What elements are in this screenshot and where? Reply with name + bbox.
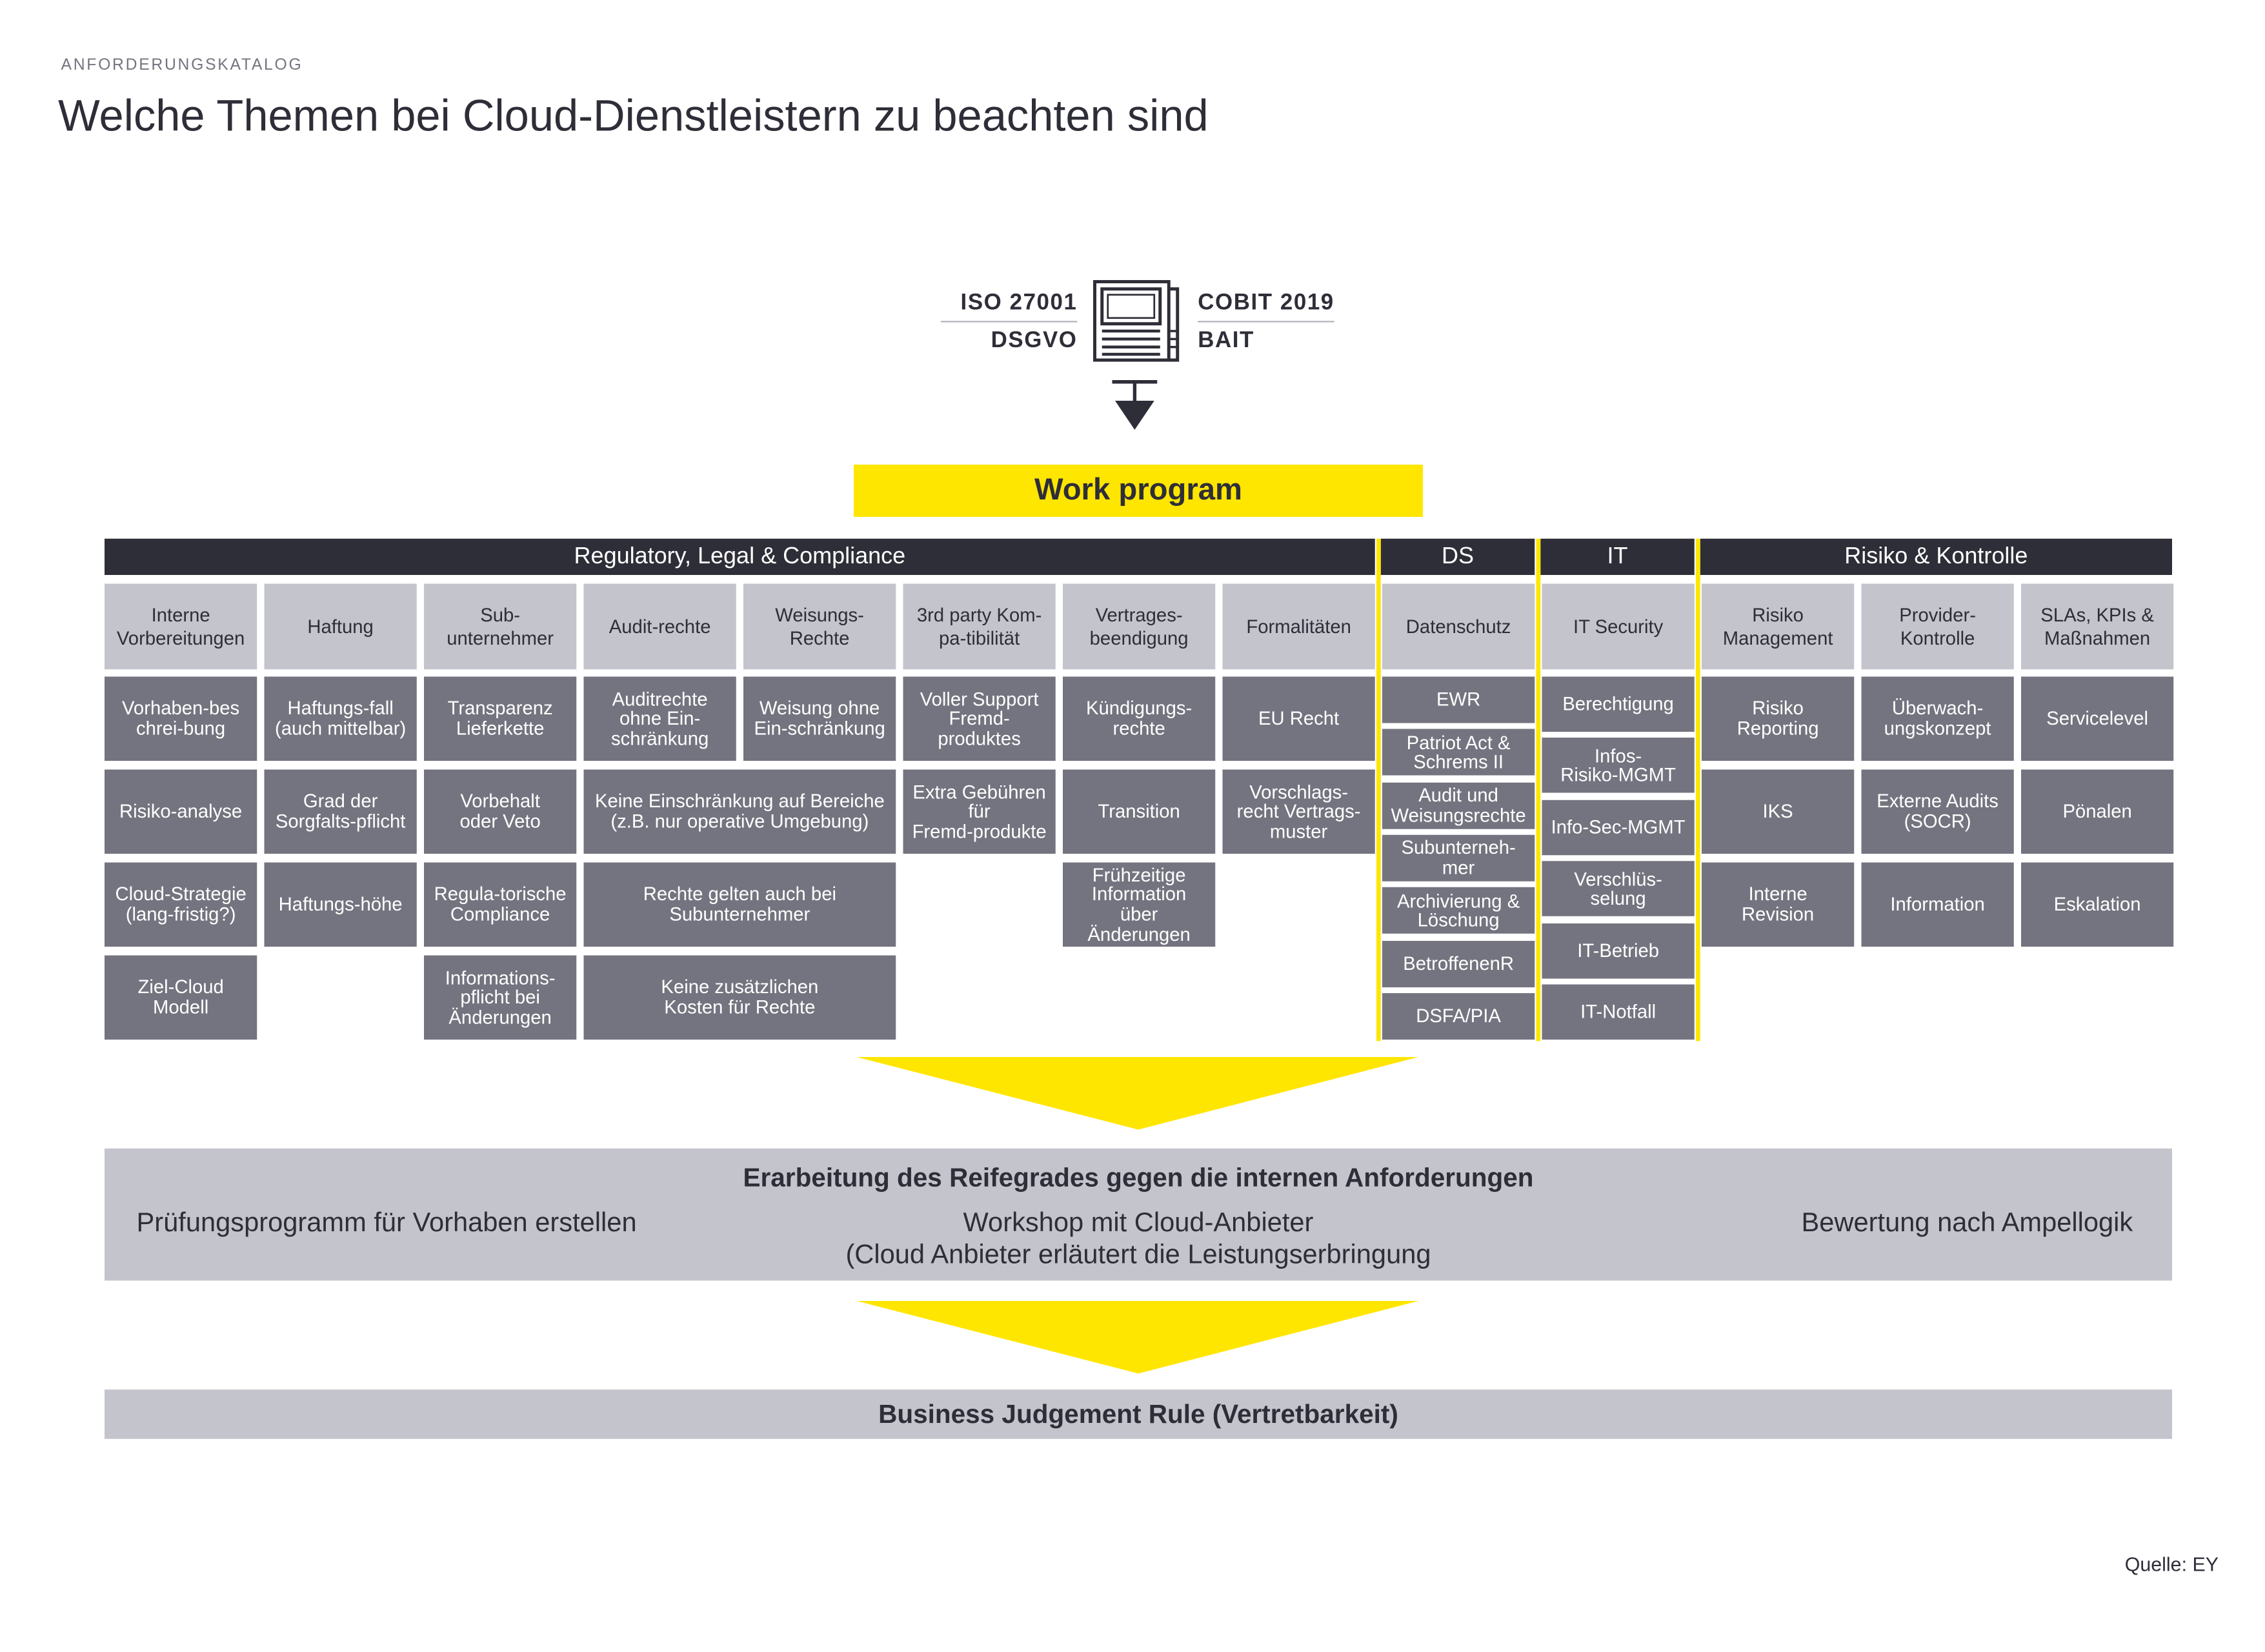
standard-label-bait: BAIT	[1198, 328, 1254, 353]
shared-requirement-cell: Keine zusätzlichen Kosten für Rechte	[583, 955, 896, 1040]
funnel-arrow-icon	[856, 1301, 1419, 1374]
requirement-cell: IKS	[1702, 769, 1855, 854]
standards-divider-right	[1198, 321, 1334, 323]
requirement-cell: Grad der Sorgfalts-pflicht	[264, 769, 417, 854]
standard-label-dsgvo: DSGVO	[991, 328, 1078, 353]
requirement-cell: Transition	[1063, 769, 1216, 854]
funnel-shape	[856, 1301, 1419, 1374]
document-text-lines	[1102, 329, 1160, 356]
topic-header: SLAs, KPIs & Maßnahmen	[2021, 583, 2174, 670]
requirement-cell: Externe Audits (SOCR)	[1861, 769, 2014, 854]
requirement-cell: Interne Revision	[1702, 862, 1855, 947]
ds-requirement-cell: Subunterneh- mer	[1382, 834, 1535, 881]
requirement-cell: Weisung ohne Ein-schränkung	[743, 676, 896, 761]
shared-requirement-cell: Keine Einschränkung auf Bereiche (z.B. n…	[583, 769, 896, 854]
phase-step-center-note: (Cloud Anbieter erläutert die Leistungse…	[845, 1238, 1431, 1269]
ds-requirement-cell: Patriot Act & Schrems II	[1382, 729, 1535, 776]
document-icon	[1093, 280, 1180, 362]
requirement-cell: Regula-torische Compliance	[424, 862, 577, 947]
requirement-cell: Überwach- ungskonzept	[1861, 676, 2014, 761]
standard-label-cobit: COBIT 2019	[1198, 290, 1334, 316]
topic-header: Sub- unternehmer	[424, 583, 577, 670]
category-header-risiko: Risiko & Kontrolle	[1700, 538, 2172, 575]
topic-header: Vertrages- beendigung	[1063, 583, 1216, 670]
requirement-cell: Cloud-Strategie (lang-fristig?)	[105, 862, 257, 947]
it-requirement-cell: Info-Sec-MGMT	[1542, 800, 1695, 855]
source-note: Quelle: EY	[2124, 1553, 2219, 1576]
requirement-cell: Vorschlags- recht Vertrags- muster	[1222, 769, 1375, 854]
it-requirement-cell: IT-Betrieb	[1542, 923, 1695, 978]
requirement-cell: Eskalation	[2021, 862, 2174, 947]
requirement-cell: Pönalen	[2021, 769, 2174, 854]
requirement-cell: Servicelevel	[2021, 676, 2174, 761]
topic-header: Risiko Management	[1702, 583, 1855, 670]
topic-header: Datenschutz	[1382, 583, 1535, 670]
category-header-regulatory: Regulatory, Legal & Compliance	[105, 538, 1375, 575]
document-back-page	[1169, 287, 1180, 362]
phase-step-left: Prüfungsprogramm für Vorhaben erstellen	[136, 1206, 637, 1237]
requirement-cell: Kündigungs- rechte	[1063, 676, 1216, 761]
phase-step-center: Workshop mit Cloud-Anbieter	[963, 1206, 1314, 1237]
requirement-cell: Vorbehalt oder Veto	[424, 769, 577, 854]
phase-step-right: Bewertung nach Ampellogik	[1801, 1206, 2133, 1237]
ds-requirement-cell: EWR	[1382, 676, 1535, 723]
requirement-cell: Information	[1861, 862, 2014, 947]
topic-header: 3rd party Kom- pa-tibilität	[903, 583, 1056, 670]
category-divider	[1376, 538, 1381, 1042]
shared-requirement-cell: Rechte gelten auch bei Subunternehmer	[583, 862, 896, 947]
requirement-cell: Haftungs-höhe	[264, 862, 417, 947]
outcome-bar: Business Judgement Rule (Vertretbarkeit)	[105, 1389, 2172, 1439]
funnel-shape	[856, 1057, 1419, 1130]
ds-requirement-cell: DSFA/PIA	[1382, 993, 1535, 1040]
requirement-cell: Vorhaben-bes chrei-bung	[105, 676, 257, 761]
page-title: Welche Themen bei Cloud-Dienstleistern z…	[58, 91, 1209, 141]
requirement-cell: EU Recht	[1222, 676, 1375, 761]
requirement-cell: Transparenz Lieferkette	[424, 676, 577, 761]
it-requirement-cell: Infos- Risiko-MGMT	[1542, 738, 1695, 794]
ds-requirement-cell: Archivierung & Löschung	[1382, 887, 1535, 934]
category-header-ds: DS	[1380, 538, 1535, 575]
it-requirement-cell: Berechtigung	[1542, 676, 1695, 732]
it-requirement-cell: Verschlüs- selung	[1542, 861, 1695, 917]
category-header-it: IT	[1540, 538, 1695, 575]
topic-header: Formalitäten	[1222, 583, 1375, 670]
topic-header: Weisungs- Rechte	[743, 583, 896, 670]
document-image-frame	[1100, 287, 1162, 326]
topic-header: Audit-rechte	[583, 583, 736, 670]
ds-requirement-cell: Audit und Weisungsrechte	[1382, 782, 1535, 829]
topic-header: Interne Vorbereitungen	[105, 583, 257, 670]
down-arrow-icon	[1112, 380, 1158, 430]
requirement-cell: Haftungs-fall (auch mittelbar)	[264, 676, 417, 761]
work-program-banner: Work program	[854, 465, 1423, 517]
topic-header: Haftung	[264, 583, 417, 670]
standards-divider-left	[941, 321, 1078, 323]
arrow-head	[1115, 401, 1154, 430]
category-divider	[1536, 538, 1541, 1042]
requirement-cell: Frühzeitige Information über Änderungen	[1063, 862, 1216, 947]
requirement-cell: Auditrechte ohne Ein- schränkung	[583, 676, 736, 761]
requirement-cell: Risiko Reporting	[1702, 676, 1855, 761]
phase-title: Erarbeitung des Reifegrades gegen die in…	[743, 1163, 1534, 1193]
category-divider	[1696, 538, 1700, 1042]
standard-label-iso: ISO 27001	[960, 290, 1078, 316]
document-back-page-lines	[1170, 330, 1178, 348]
topic-header: IT Security	[1542, 583, 1695, 670]
section-kicker: ANFORDERUNGSKATALOG	[61, 56, 303, 74]
ds-requirement-cell: BetroffenenR	[1382, 940, 1535, 987]
document-image-inner	[1107, 294, 1156, 319]
requirement-cell: Ziel-Cloud Modell	[105, 955, 257, 1040]
it-requirement-cell: IT-Notfall	[1542, 984, 1695, 1040]
topic-header: Provider- Kontrolle	[1861, 583, 2014, 670]
funnel-arrow-icon	[856, 1057, 1419, 1130]
maturity-phase-panel: Erarbeitung des Reifegrades gegen die in…	[105, 1148, 2172, 1281]
requirement-cell: Voller Support Fremd- produktes	[903, 676, 1056, 761]
requirement-cell: Informations- pflicht bei Änderungen	[424, 955, 577, 1040]
requirement-cell: Extra Gebühren für Fremd-produkte	[903, 769, 1056, 854]
requirement-cell: Risiko-analyse	[105, 769, 257, 854]
